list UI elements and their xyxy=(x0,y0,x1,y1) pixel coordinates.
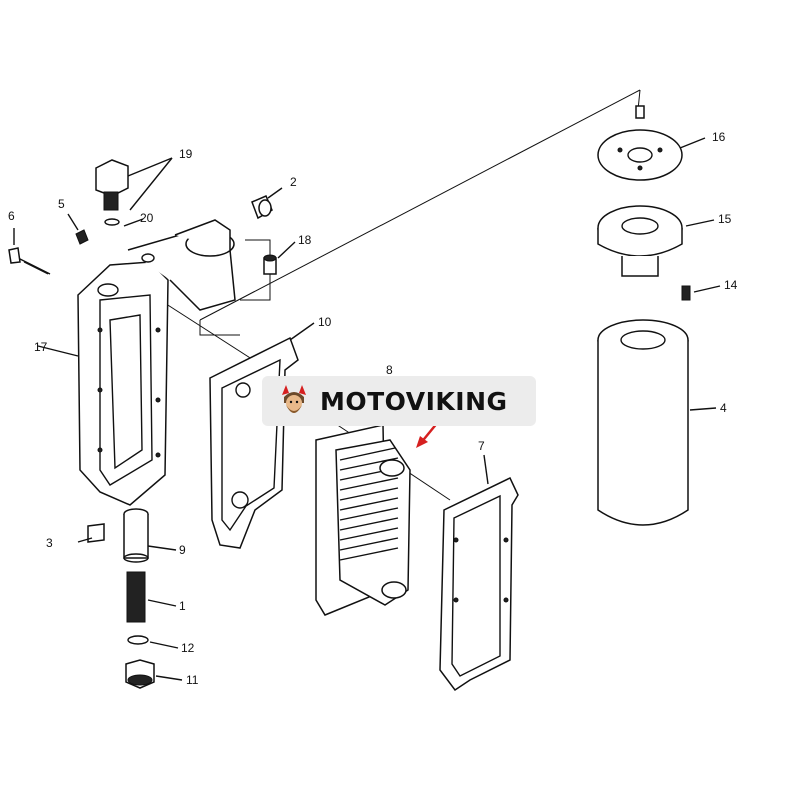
callout-8: 8 xyxy=(386,363,393,377)
screw-14 xyxy=(681,285,691,301)
filter-head-15 xyxy=(597,205,683,277)
gasket-7 xyxy=(439,476,519,692)
plug-11 xyxy=(125,659,155,689)
callout-12: 12 xyxy=(181,641,195,655)
callout-17: 17 xyxy=(34,340,48,354)
o-ring-12 xyxy=(127,635,149,645)
oil-filter-4 xyxy=(597,319,689,526)
bypass-valve-9 xyxy=(123,508,149,563)
callout-4: 4 xyxy=(720,401,727,415)
plug-3 xyxy=(87,523,105,543)
callout-9: 9 xyxy=(179,543,186,557)
callout-leaders xyxy=(13,137,721,681)
callout-16: 16 xyxy=(712,130,726,144)
spring-1 xyxy=(126,571,146,623)
plug-2 xyxy=(251,195,273,220)
callout-19: 19 xyxy=(179,147,193,161)
callout-7: 7 xyxy=(478,439,485,453)
callout-15: 15 xyxy=(718,212,732,226)
oil-cooler-housing xyxy=(77,219,236,506)
cooler-core-8 xyxy=(315,424,411,616)
callout-14: 14 xyxy=(724,278,738,292)
callout-11: 11 xyxy=(186,673,199,687)
callout-2: 2 xyxy=(290,175,297,189)
screw-5 xyxy=(75,229,89,245)
callout-10: 10 xyxy=(318,315,332,329)
hollow-bolt-19 xyxy=(95,159,129,226)
callout-5: 5 xyxy=(58,197,65,211)
viking-logo-icon xyxy=(282,385,306,413)
red-pointer-arrowhead xyxy=(416,436,428,448)
callout-20: 20 xyxy=(140,211,154,225)
brand-name: MOTOVIKING xyxy=(320,386,508,416)
callout-1: 1 xyxy=(179,599,186,613)
bolt-6 xyxy=(8,247,51,275)
fitting-18 xyxy=(263,254,277,275)
gasket-10 xyxy=(209,336,299,549)
filter-cap-16 xyxy=(597,105,683,181)
callout-3: 3 xyxy=(46,536,53,550)
motoviking-watermark: MOTOVIKING xyxy=(262,376,536,426)
callout-6: 6 xyxy=(8,209,15,223)
callout-18: 18 xyxy=(298,233,312,247)
